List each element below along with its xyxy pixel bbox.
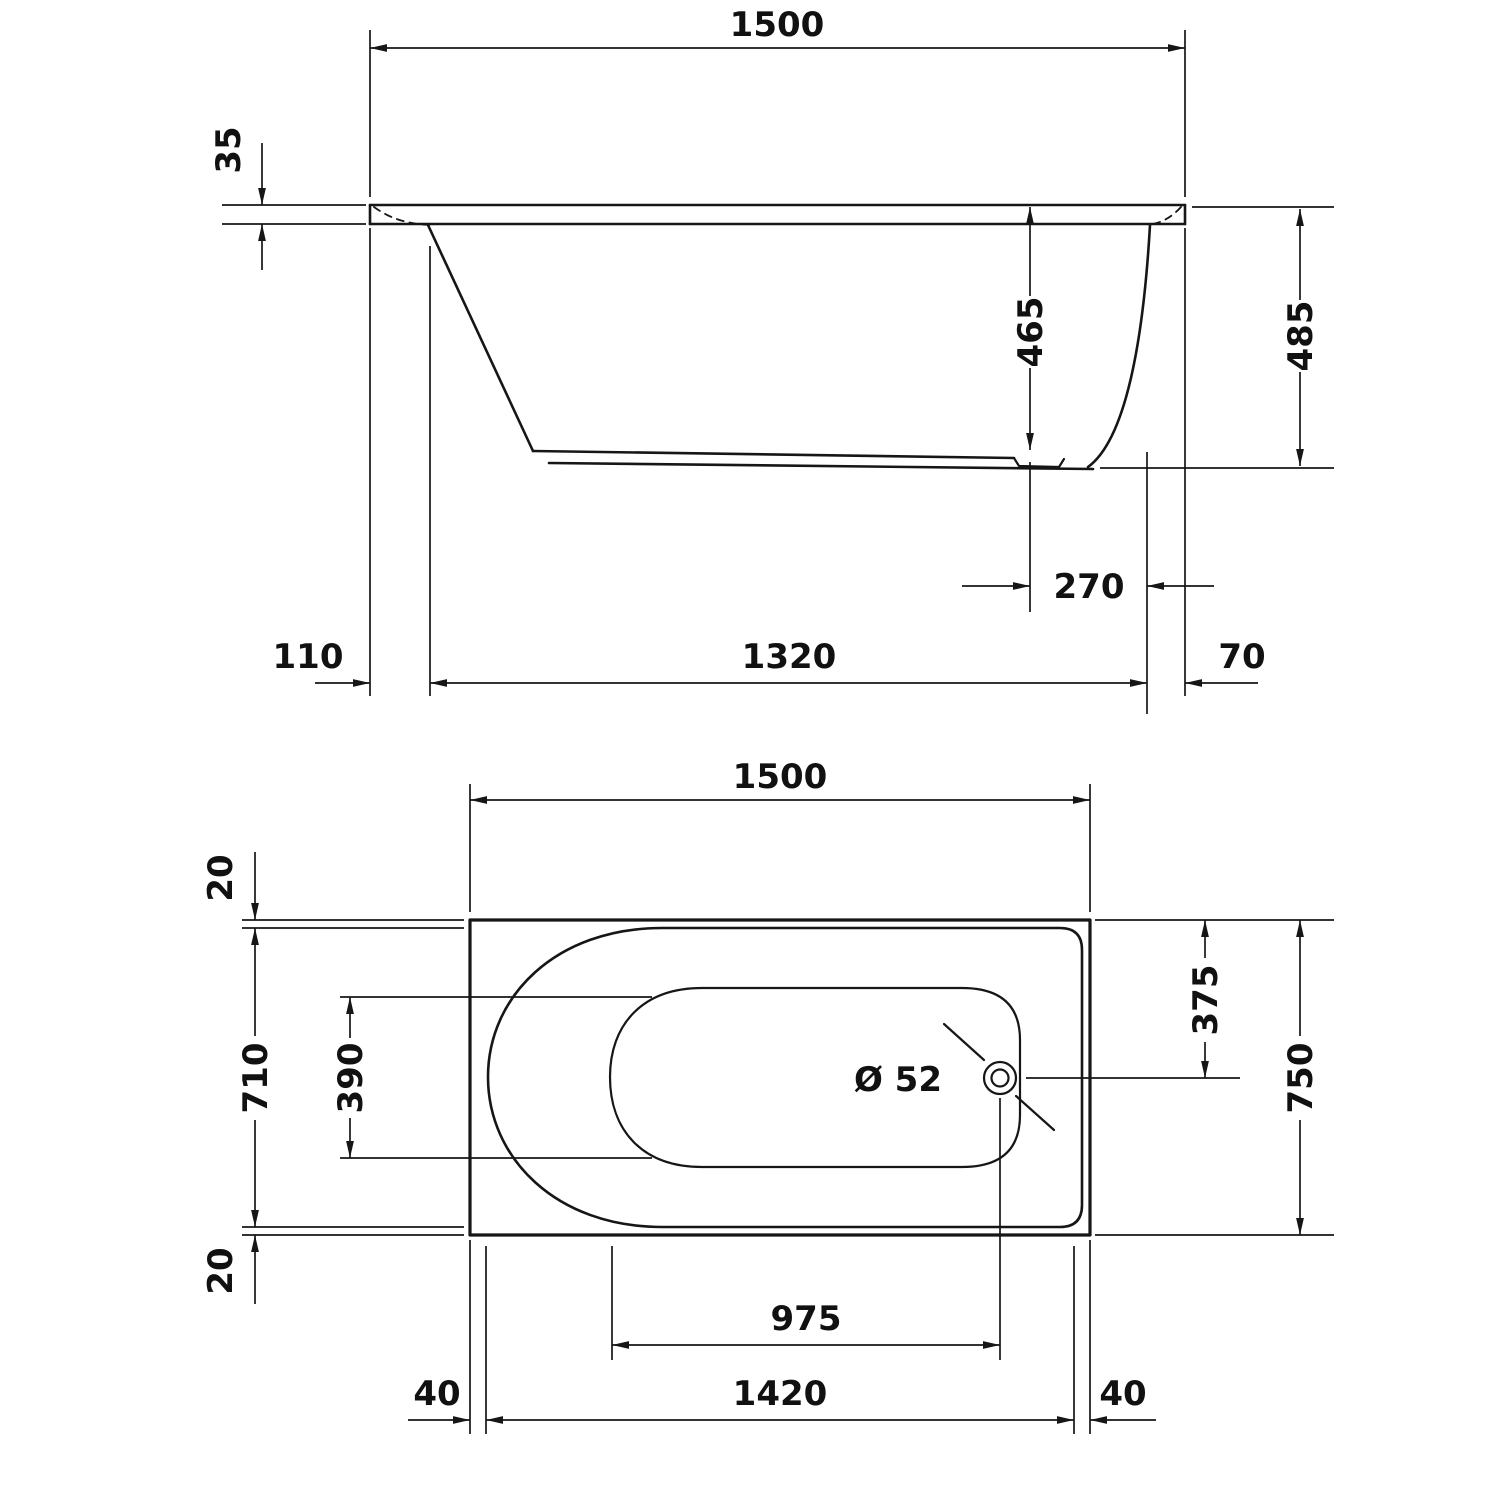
- plan-view-dimensions: 1500 20 710 20 390 375 750 Ø 52 975 40 1…: [201, 757, 1334, 1434]
- tub-rim-edge: [486, 926, 1084, 1229]
- dim-plan-rim-offset-bottom: 20: [201, 1247, 241, 1294]
- dim-side-overall-length: 1500: [730, 5, 825, 45]
- outer-bottom-line: [547, 461, 1095, 471]
- dim-plan-inner-width: 710: [236, 1043, 276, 1114]
- side-view-dimensions: 1500 35 465 485 270 110 1320 70: [209, 5, 1334, 714]
- dim-side-rim-thickness: 35: [209, 126, 249, 173]
- dim-side-base-length: 1320: [742, 637, 837, 677]
- dim-plan-end-margin-left: 40: [413, 1374, 460, 1414]
- dim-plan-end-margin-right: 40: [1099, 1374, 1146, 1414]
- drain-inner-circle: [990, 1068, 1010, 1088]
- dim-plan-rim-offset-top: 20: [201, 854, 241, 901]
- dim-plan-head-inner-width: 390: [331, 1043, 371, 1114]
- side-view-outline: [368, 203, 1187, 471]
- drain-diameter-label: Ø 52: [854, 1060, 942, 1100]
- dim-side-left-inset: 110: [273, 637, 344, 677]
- dim-side-overall-height: 485: [1281, 301, 1321, 372]
- right-wall-curve: [1086, 223, 1152, 469]
- tub-basin-edge: [608, 986, 1022, 1169]
- left-wall-slope: [426, 223, 535, 453]
- drain-leader-lower: [1014, 1094, 1056, 1132]
- dim-side-right-inset: 70: [1218, 637, 1265, 677]
- dim-plan-drain-from-edge: 375: [1186, 965, 1226, 1036]
- dim-plan-support-span: 1420: [733, 1374, 828, 1414]
- dim-side-drain-to-end: 270: [1054, 567, 1125, 607]
- tub-outer-rect: [468, 918, 1092, 1237]
- dim-plan-overall-length: 1500: [733, 757, 828, 797]
- inner-bottom-line: [531, 449, 1016, 460]
- dim-plan-drain-from-head: 975: [771, 1299, 842, 1339]
- drain-leader-upper: [942, 1022, 986, 1062]
- hidden-rim-left: [373, 206, 431, 226]
- hidden-rim-right: [1147, 206, 1182, 226]
- drain-trap-detail: [1012, 456, 1066, 469]
- dim-plan-overall-width: 750: [1281, 1043, 1321, 1114]
- drain-outer-circle: [982, 1060, 1018, 1096]
- plan-view-outline: [468, 918, 1092, 1237]
- dim-side-inner-depth: 465: [1011, 297, 1051, 368]
